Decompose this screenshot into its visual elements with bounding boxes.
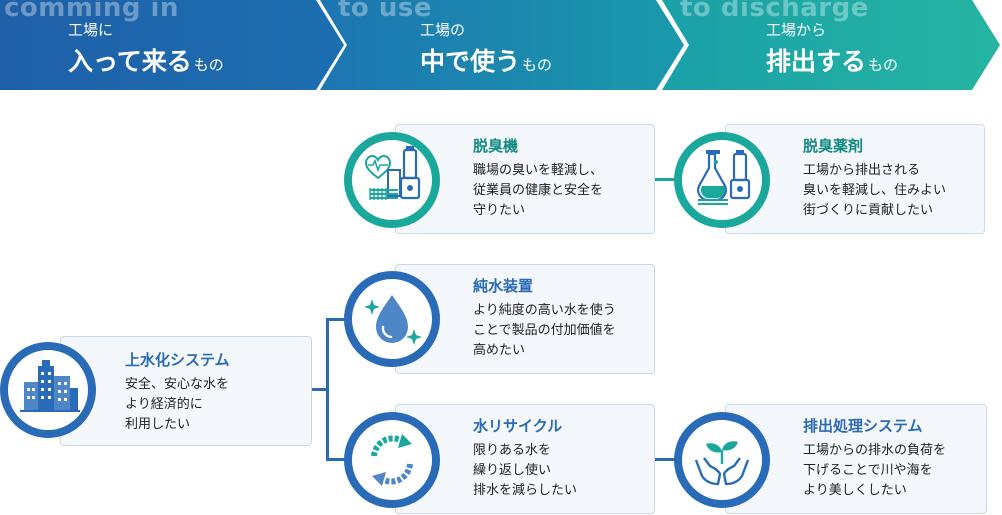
header-step-incoming: comming in 工場に 入って来るもの [0,0,345,90]
card-description: 安全、安心な水を より経済的に 利用したい [125,377,230,432]
connector-to-purewater [326,318,352,321]
header-small-text: 工場に [68,21,114,39]
header-small-text: 工場から [766,21,827,39]
circle-deodorant [674,132,770,228]
header-big-suffix: もの [522,56,553,74]
header-big-suffix: もの [868,56,899,74]
chevron-arrow-use [320,0,684,90]
card-title: 排出処理システム [803,417,923,435]
card-description: 工場からの排水の負荷を 下げることで川や海を より美しくしたい [803,443,947,498]
city-buildings-icon [20,360,80,412]
header-ghost-text: to use [338,0,432,23]
circle-waterworks [0,342,96,438]
header-big-main: 排出する [766,47,867,76]
chevron-arrow-incoming [0,0,344,90]
circle-water-recycle [344,412,440,508]
connector-to-recycle [326,458,352,461]
connector-deodorizer-to-deodorant [652,178,682,181]
header-big-main: 中で使う [420,47,521,76]
header-step-discharge: to discharge 工場から 排出するもの [662,0,1002,90]
chevron-arrow-discharge [662,0,1000,90]
connector-waterworks-stub [310,388,328,391]
card-description: 限りある水を 繰り返し使い 排水を減らしたい [473,443,578,498]
header-small-text: 工場の [420,21,466,39]
circle-deodorizer [344,132,440,228]
card-title: 脱臭機 [473,137,519,155]
header-big-main: 入って来る [68,47,192,76]
connector-branch-vertical [326,318,329,461]
card-title: 脱臭薬剤 [803,137,864,155]
recycle-arrows-icon [371,434,413,486]
card-title: 上水化システム [125,351,230,369]
chemical-flask-icon [697,150,751,205]
header-big-text: 排出するもの [766,42,898,78]
header-ghost-text: to discharge [680,0,869,23]
card-deodorizer: 脱臭機 職場の臭いを軽減し、 従業員の健康と安全を 守りたい [395,124,655,234]
card-description: 工場から排出される 臭いを軽減し、住みよい 街づくりに貢献したい [803,163,947,218]
deodorizer-machine-icon [364,146,421,200]
header-ghost-text: comming in [4,0,179,23]
card-title: 純水装置 [473,277,534,295]
hands-sprout-icon [694,441,750,486]
water-drop-icon [364,295,422,345]
card-description: 職場の臭いを軽減し、 従業員の健康と安全を 守りたい [473,163,604,218]
header-big-text: 入って来るもの [68,42,224,78]
header-step-use: to use 工場の 中で使うもの [320,0,685,90]
header-big-suffix: もの [193,56,224,74]
circle-discharge-treatment [674,412,770,508]
card-title: 水リサイクル [473,417,563,435]
circle-pure-water [344,271,440,367]
connector-recycle-to-discharge [652,458,682,461]
card-description: より純度の高い水を使う ことで製品の付加価値を 高めたい [473,303,616,358]
header-big-text: 中で使うもの [420,42,552,78]
card-waterworks: 上水化システム 安全、安心な水を より経済的に 利用したい [60,336,312,446]
